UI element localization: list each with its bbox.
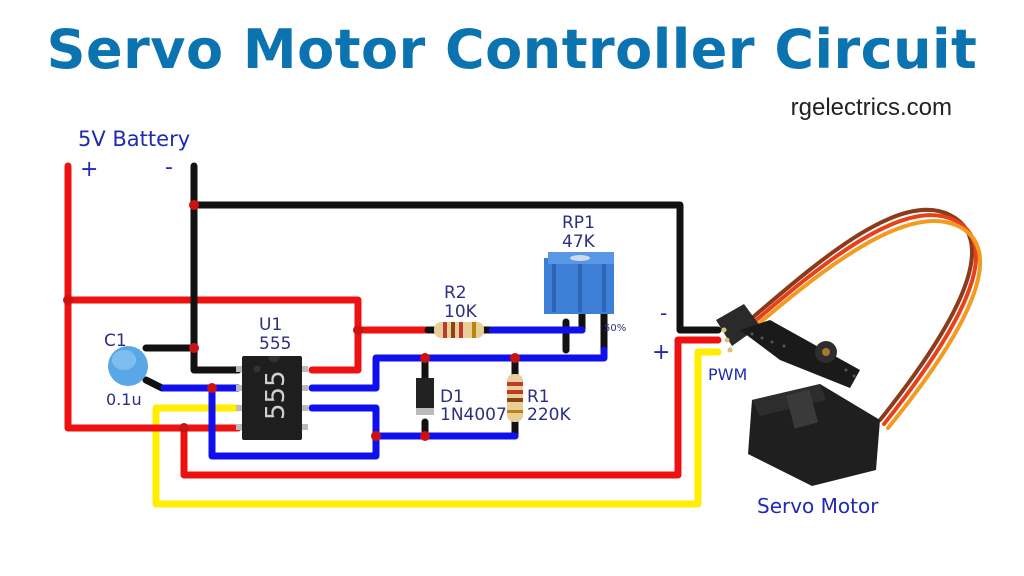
junction-dot (510, 353, 520, 363)
junction-dot (353, 325, 363, 335)
diode-d1 (416, 378, 434, 415)
wire-pwm-yellow (152, 348, 722, 508)
junction-dot (207, 383, 217, 393)
c1-value: 0.1u (106, 390, 142, 409)
servo-cable (750, 207, 983, 430)
d1-ref: D1 (440, 387, 464, 407)
servo-plus-label: + (652, 340, 670, 365)
junction-dot (179, 423, 189, 433)
servo-connector (716, 304, 760, 353)
resistor-r1 (507, 374, 523, 422)
c1-ref: C1 (104, 331, 127, 351)
r1-value: 220K (527, 405, 571, 425)
servo-motor (740, 320, 880, 486)
battery-plus-label: + (80, 157, 98, 182)
u1-value: 555 (259, 334, 291, 354)
wire-ground (142, 162, 722, 440)
wire-positive (64, 162, 722, 479)
r1-ref: R1 (527, 387, 550, 407)
pwm-label: PWM (708, 365, 747, 384)
rp1-setting: 50% (604, 323, 626, 334)
rp1-ref: RP1 (562, 213, 595, 233)
r2-ref: R2 (444, 283, 467, 303)
junction-dot (371, 431, 381, 441)
junction-dot (420, 353, 430, 363)
website-label: rgelectrics.com (790, 94, 952, 121)
u1-ref: U1 (259, 315, 282, 335)
junction-dot (63, 295, 73, 305)
capacitor-c1 (108, 346, 148, 386)
page-title: Servo Motor Controller Circuit (46, 18, 978, 81)
battery-label: 5V Battery (78, 127, 190, 151)
ic-u1-555 (236, 356, 308, 440)
junction-dot (189, 200, 199, 210)
ic-marking: 555 (261, 370, 291, 420)
wire-signal-blue (160, 326, 608, 460)
r2-value: 10K (444, 302, 478, 322)
potentiometer-rp1 (544, 252, 614, 314)
servo-motor-label: Servo Motor (757, 494, 879, 518)
junction-dot (420, 431, 430, 441)
junction-dot (189, 343, 199, 353)
servo-minus-label: - (660, 301, 667, 325)
rp1-value: 47K (562, 232, 596, 252)
junction-dots (63, 200, 520, 441)
battery-minus-label: - (165, 155, 173, 180)
d1-value: 1N4007 (440, 405, 507, 425)
resistor-r2 (434, 322, 484, 338)
